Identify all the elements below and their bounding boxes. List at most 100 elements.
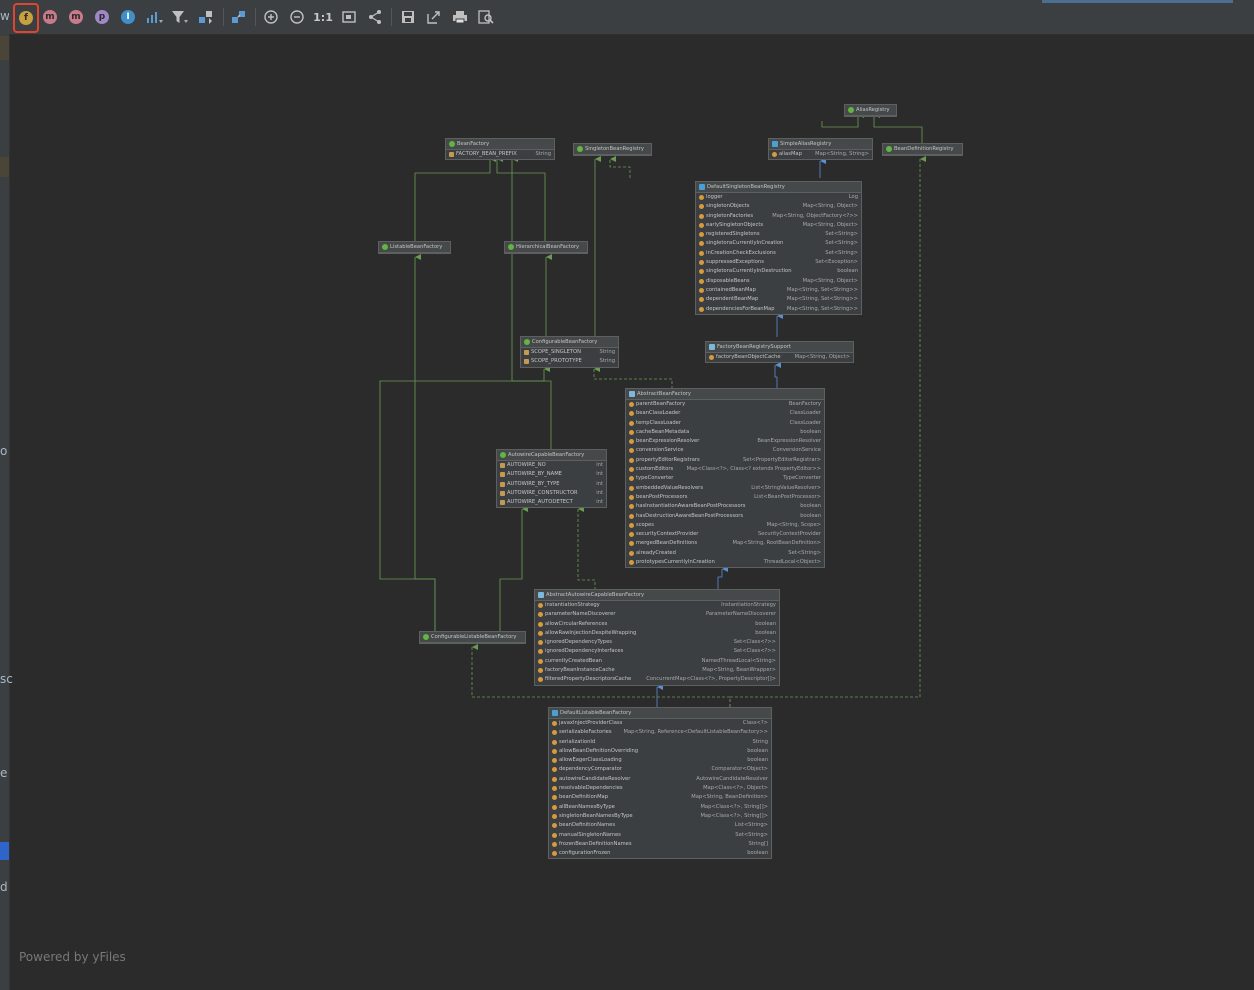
fields-filter-button[interactable]: f (13, 3, 39, 33)
field-icon (699, 260, 704, 266)
properties-filter-button[interactable]: p (92, 7, 112, 27)
methods-filter-button[interactable]: m (66, 7, 86, 27)
class-node[interactable]: ListableBeanFactory (378, 241, 451, 254)
constructors-filter-button[interactable]: m (40, 7, 60, 27)
inner-classes-filter-button[interactable]: I (118, 7, 138, 27)
change-visibility-level-button[interactable] (144, 7, 164, 27)
layout-button[interactable] (229, 7, 249, 27)
save-button[interactable] (398, 7, 418, 27)
fit-content-button[interactable] (339, 7, 359, 27)
print-button[interactable] (450, 7, 470, 27)
zoom-out-button[interactable] (287, 7, 307, 27)
export-button[interactable] (424, 7, 444, 27)
zoom-in-button[interactable] (261, 7, 281, 27)
class-node[interactable]: BeanDefinitionRegistry (882, 143, 963, 156)
print-preview-button[interactable] (476, 7, 496, 27)
filter-button[interactable] (170, 7, 190, 27)
share-button[interactable] (365, 7, 385, 27)
actual-size-button[interactable]: 1:1 (313, 7, 333, 27)
class-node[interactable]: ConfigurableListableBeanFactory (419, 631, 526, 644)
show-dependencies-button[interactable] (196, 7, 216, 27)
class-node[interactable]: SingletonBeanRegistry (573, 143, 652, 156)
class-node[interactable]: HierarchicalBeanFactory (504, 241, 588, 254)
class-node[interactable]: AliasRegistry (844, 104, 897, 117)
